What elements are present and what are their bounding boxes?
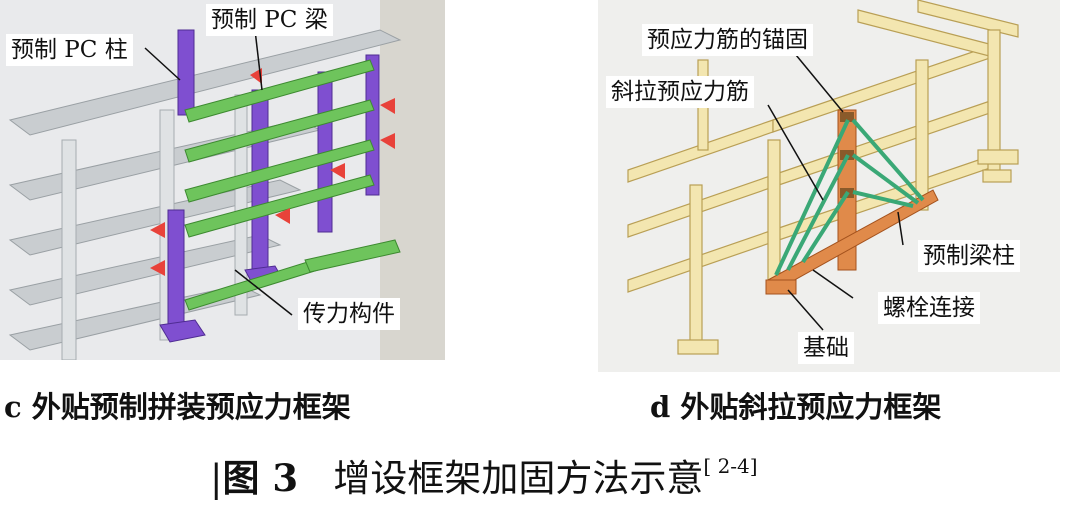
figure-caption: |图 3 增设框架加固方法示意[ 2-4] [210,454,758,500]
caption-d: d 外贴斜拉预应力框架 [650,390,942,424]
label-pc-beam: 预制 PC 梁 [206,4,333,36]
label-transfer-member: 传力构件 [298,298,400,330]
figure-number: 图 3 [222,456,299,500]
figure-title: 增设框架加固方法示意 [333,457,704,500]
caption-c: c 外贴预制拼装预应力框架 [4,390,351,424]
figure-reference: [ 2-4] [703,454,758,478]
panel-c-illustration: 预制 PC 柱 预制 PC 梁 传力构件 [0,0,445,360]
label-foundation: 基础 [798,332,854,364]
label-anchorage: 预应力筋的锚固 [642,24,813,56]
panel-d-illustration: 预应力筋的锚固 斜拉预应力筋 预制梁柱 螺栓连接 基础 [598,0,1060,372]
label-pc-column: 预制 PC 柱 [6,34,133,66]
panel-d-drawing [598,0,1060,372]
label-precast-beam-column: 预制梁柱 [918,240,1020,272]
pc-column-top [177,29,195,116]
label-diagonal-tendon: 斜拉预应力筋 [606,76,754,108]
label-bolt-connection: 螺栓连接 [878,292,980,324]
panel-c-drawing [0,0,445,360]
